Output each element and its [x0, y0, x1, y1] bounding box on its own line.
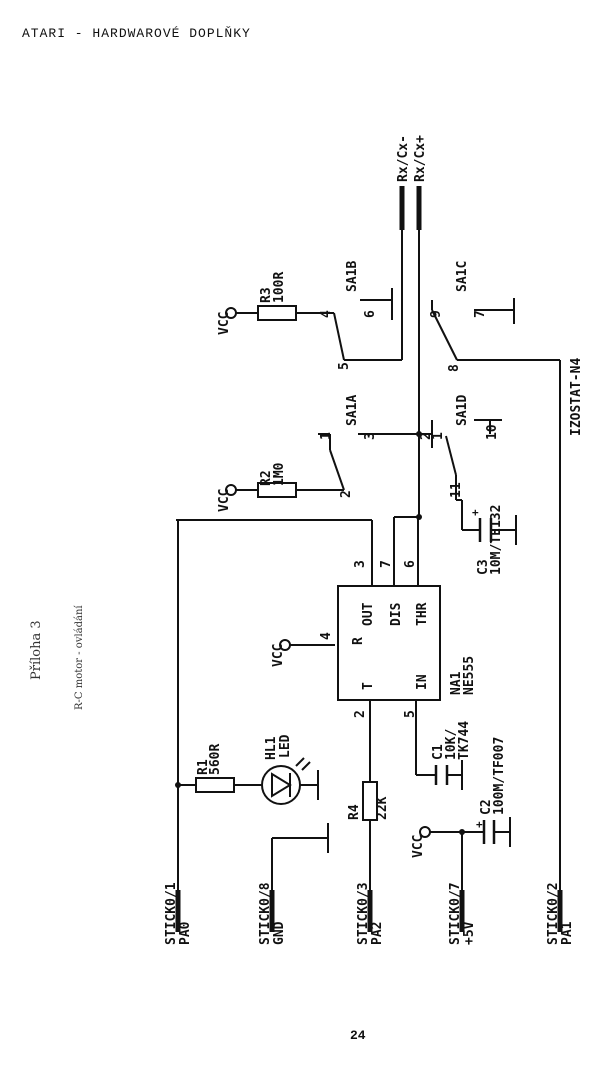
output-rxcx-plus: Rx/Cx+ — [413, 135, 428, 182]
led-symbol — [261, 757, 311, 805]
capacitors — [434, 518, 496, 844]
stick-8-name: STICK0/8 — [258, 882, 273, 945]
c1-name: C1 — [431, 744, 446, 760]
stick-2-name: STICK0/2 — [546, 882, 561, 945]
switch-contacts — [329, 309, 458, 491]
sa1a-pin-2: 2 — [339, 490, 354, 498]
sa1b-pin-6: 6 — [363, 310, 378, 318]
sa1c-pin-7: 7 — [473, 310, 488, 318]
r3-resistor — [257, 305, 297, 321]
sa1d-pin-1: 1 — [431, 432, 446, 440]
r4-value: 22K — [375, 796, 390, 820]
c2-value: 100M/TF007 — [492, 737, 507, 815]
sa1d-label: SA1D — [455, 395, 470, 426]
stick-2-signal: PA1 — [560, 921, 575, 945]
vcc-label-r2: VCC — [217, 489, 232, 512]
vcc-label-ic: VCC — [271, 644, 286, 667]
r2-resistor — [257, 482, 297, 498]
sa1b-pin-5: 5 — [337, 362, 352, 370]
c1-value-a: 10K/ — [444, 729, 459, 760]
sa1d-pin-10: 10 — [485, 424, 500, 440]
stick-1-signal: PA0 — [178, 921, 193, 945]
stick-3-name: STICK0/3 — [356, 882, 371, 945]
output-leads — [399, 186, 422, 230]
pin-2: 2 — [353, 710, 368, 718]
figure-caption: Příloha 3 — [29, 620, 44, 680]
c2-plus: + — [476, 818, 483, 831]
c3-value: 10M/TE132 — [489, 505, 504, 575]
r4-name: R4 — [347, 804, 362, 820]
sa1d-pin-2: 2 — [419, 432, 434, 440]
sa1b-pin-4: 4 — [319, 310, 334, 318]
vcc-label-c2: VCC — [411, 835, 426, 858]
stick-1-name: STICK0/1 — [164, 882, 179, 945]
output-rxcx-minus: Rx/Cx- — [396, 135, 411, 182]
vcc-terminals — [225, 307, 431, 838]
r2-value: 1M0 — [272, 462, 287, 486]
pin-7: 7 — [379, 560, 394, 568]
na1-name: NA1 — [449, 671, 464, 695]
na1-value: NE555 — [462, 656, 477, 695]
r1-resistor — [195, 777, 235, 793]
sa1c-pin-8: 8 — [447, 364, 462, 372]
c1-value-b: TK744 — [457, 721, 472, 760]
r3-value: 100R — [272, 272, 287, 303]
vcc-label-r3: VCC — [217, 312, 232, 335]
sa1a-pin-3: 3 — [363, 432, 378, 440]
r3-name: R3 — [259, 287, 274, 303]
sa1a-label: SA1A — [345, 395, 360, 426]
r4-resistor — [362, 781, 378, 821]
sa1a-pin-1: 1 — [319, 432, 334, 440]
r1-value: 560R — [208, 744, 223, 775]
sa1d-pin-11: 11 — [449, 482, 464, 498]
pin-6: 6 — [403, 560, 418, 568]
r2-name: R2 — [259, 470, 274, 486]
sa1b-label: SA1B — [345, 261, 360, 292]
connector-name: IZOSTAT-N4 — [569, 358, 584, 436]
ic-pin-dis: DIS — [389, 602, 404, 626]
ic-pin-thr: THR — [415, 602, 430, 626]
hl1-value: LED — [278, 734, 293, 758]
page-header: ATARI - HARDWAROVÉ DOPLŇKY — [22, 26, 251, 41]
figure-subcaption: R-C motor - ovládání — [74, 605, 85, 710]
stick-8-signal: GND — [272, 921, 287, 945]
sa1c-pin-9: 9 — [429, 310, 444, 318]
junction-dots — [175, 431, 465, 835]
ic-pin-t: T — [361, 682, 376, 690]
resistors — [195, 305, 378, 821]
ic-pin-r: R — [351, 637, 366, 645]
sa1c-label: SA1C — [455, 261, 470, 292]
c2-name: C2 — [479, 799, 494, 815]
ic-pin-in: IN — [415, 674, 430, 690]
ne555-ic — [337, 585, 441, 701]
stick-7-signal: +5V — [462, 921, 477, 945]
r1-name: R1 — [196, 759, 211, 775]
connector-pins — [175, 890, 563, 932]
c3-name: C3 — [476, 559, 491, 575]
c3-plus: + — [472, 506, 479, 519]
ic-pin-out: OUT — [361, 602, 376, 626]
hl1-name: HL1 — [264, 736, 279, 760]
stick-3-signal: PA2 — [370, 922, 385, 945]
pin-5: 5 — [403, 710, 418, 718]
vcc-labels: VCC VCC VCC VCC — [217, 312, 426, 858]
stick-7-name: STICK0/7 — [448, 882, 463, 945]
pin-3: 3 — [353, 560, 368, 568]
page-number: 24 — [350, 1028, 366, 1043]
pin-4: 4 — [319, 632, 334, 640]
